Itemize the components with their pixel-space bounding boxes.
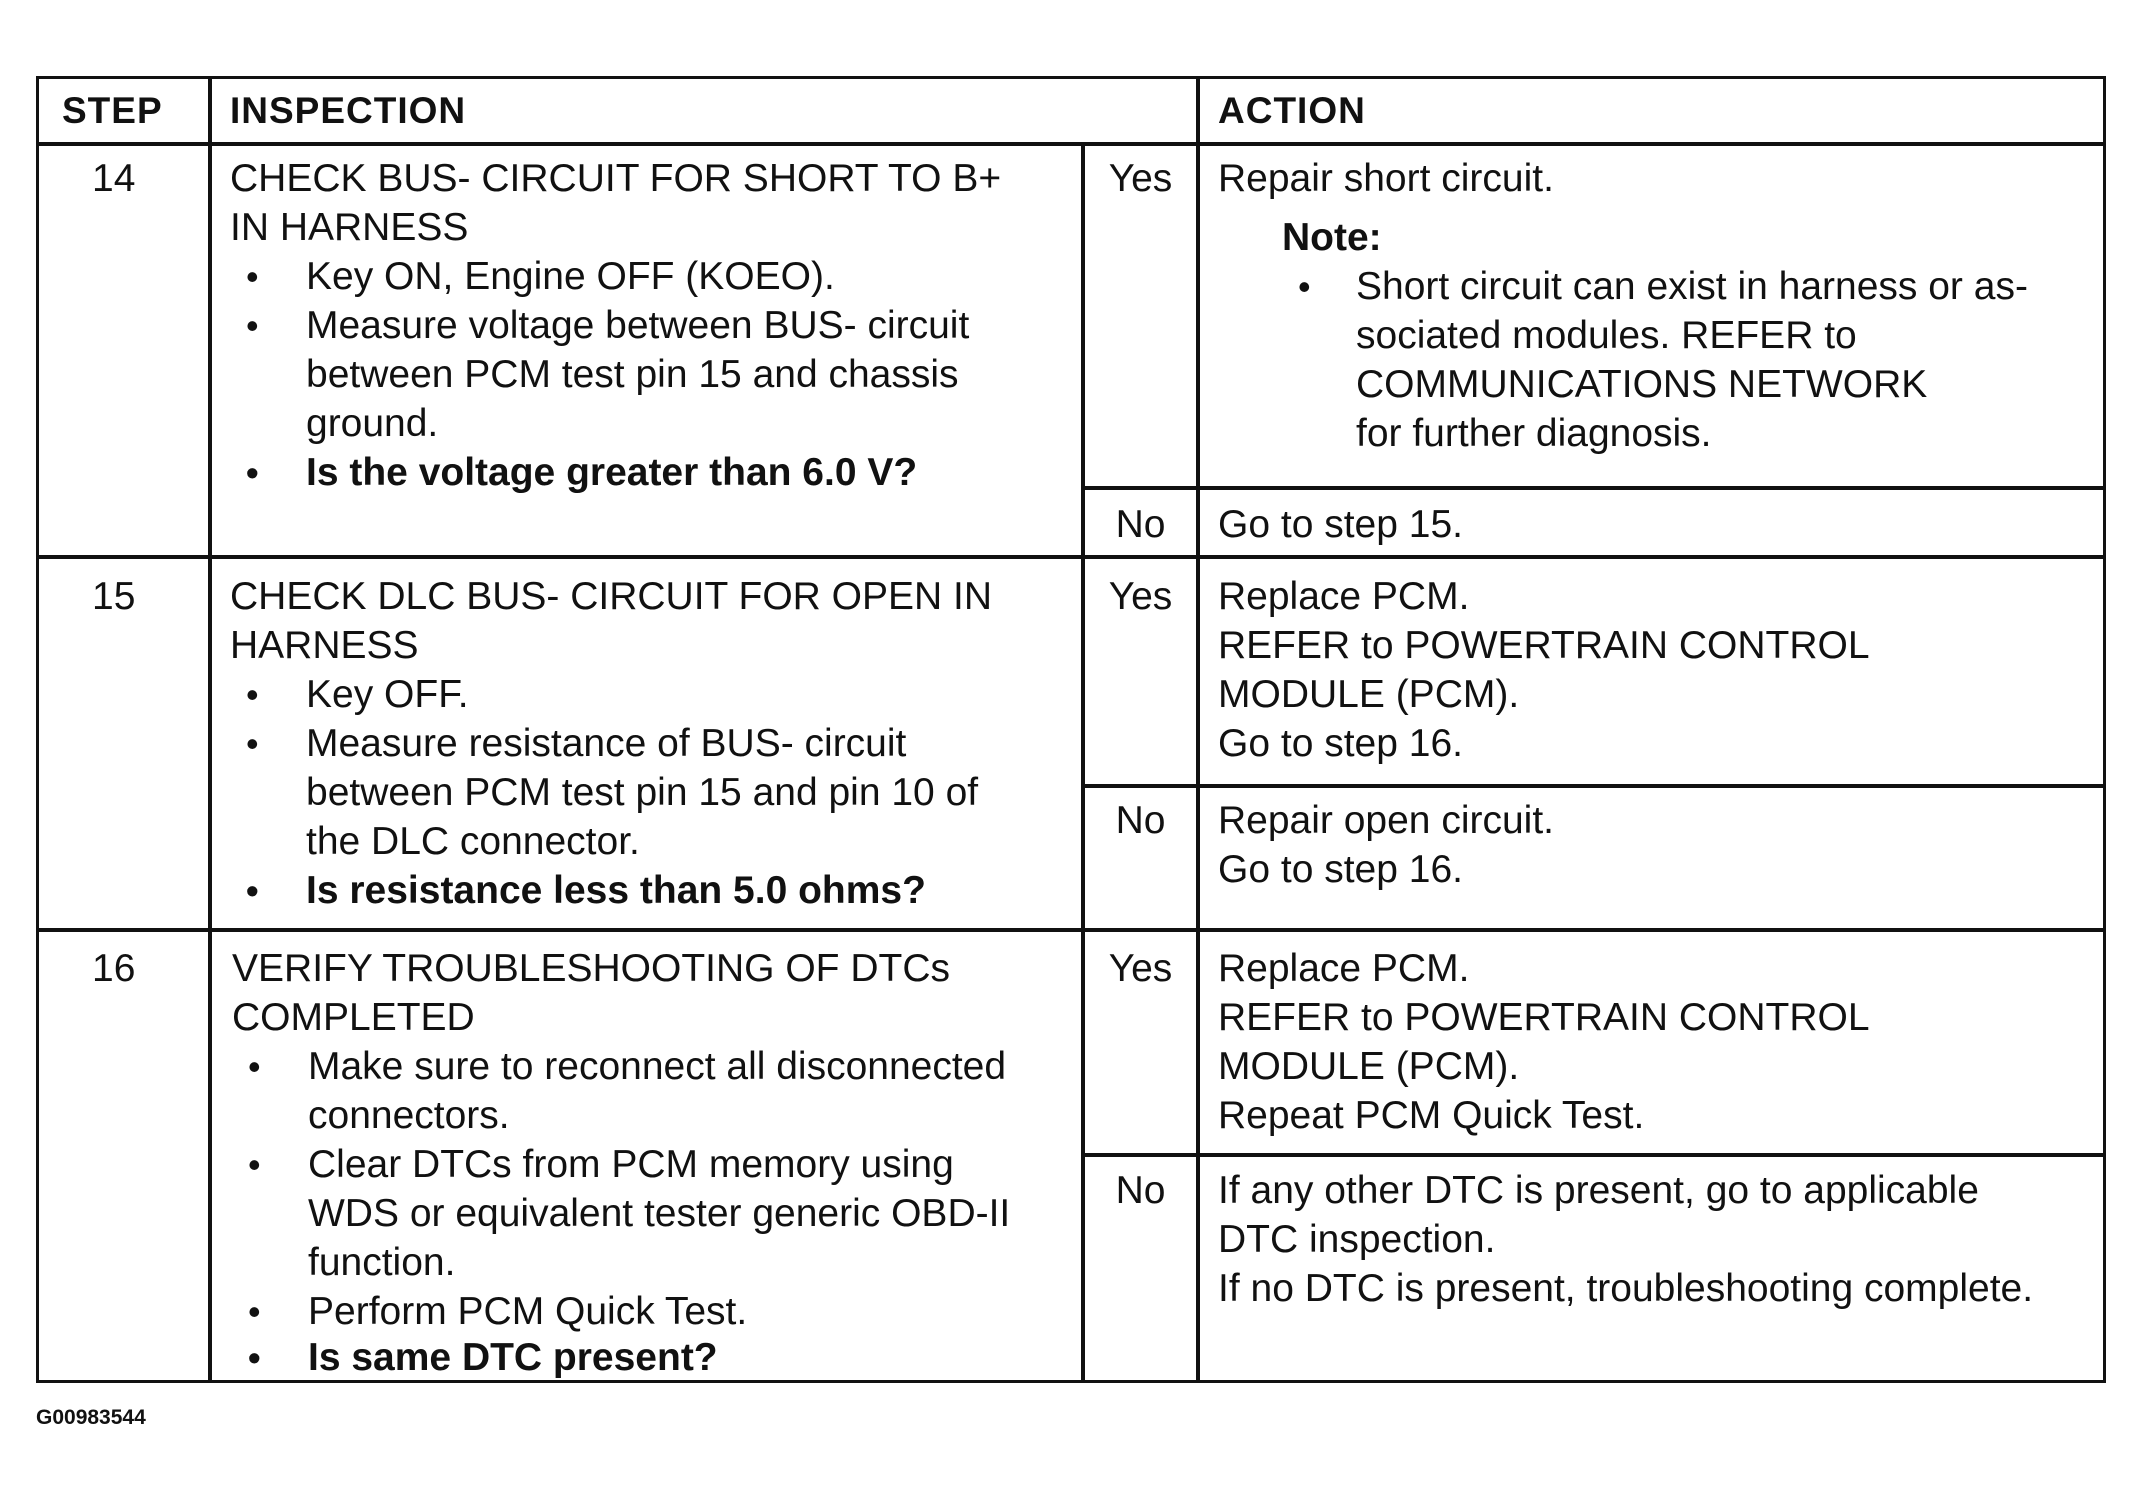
step-number: 15 (92, 575, 136, 618)
inspection-bullet: Key OFF. (230, 670, 1070, 719)
result-yes-label: Yes (1108, 157, 1173, 200)
yes-action: Replace PCM. REFER to POWERTRAIN CONTROL… (1218, 575, 1870, 765)
result-no-label: No (1115, 503, 1166, 546)
header-step: STEP (62, 90, 163, 131)
inspection-title-line: HARNESS (230, 624, 419, 667)
yes-no-divider-16 (1081, 1153, 2106, 1157)
step-number: 14 (92, 157, 136, 200)
inspection-block: CHECK BUS- CIRCUIT FOR SHORT TO B+ IN HA… (230, 154, 1070, 497)
result-no-label: No (1115, 799, 1166, 842)
inspection-question: Is the voltage greater than 6.0 V? (230, 448, 1070, 497)
inspection-bullet: Measure resistance of BUS- circuit betwe… (230, 719, 1070, 866)
row-divider-14-15 (36, 555, 2106, 559)
inspection-title-line: IN HARNESS (230, 206, 469, 249)
action-column-divider (1196, 76, 1200, 1383)
inspection-block: CHECK DLC BUS- CIRCUIT FOR OPEN IN HARNE… (230, 572, 1070, 915)
yes-action: Replace PCM. REFER to POWERTRAIN CONTROL… (1218, 947, 1870, 1137)
header-divider (36, 142, 2106, 146)
inspection-bullet: Measure voltage between BUS- circuit bet… (230, 301, 1070, 448)
inspection-bullet: Clear DTCs from PCM memory using WDS or … (232, 1140, 1077, 1287)
note-title: Note: (1282, 216, 1382, 259)
inspection-question: Is resistance less than 5.0 ohms? (230, 866, 1070, 915)
header-inspection: INSPECTION (230, 90, 467, 131)
yes-action: Repair short circuit. Note: Short circui… (1218, 154, 2098, 458)
row-divider-15-16 (36, 928, 2106, 932)
header-action: ACTION (1218, 90, 1366, 131)
result-column-divider (1081, 142, 1085, 1383)
inspection-question: Is same DTC present? (232, 1336, 1077, 1380)
figure-id: G00983544 (36, 1406, 146, 1429)
inspection-bullet: Perform PCM Quick Test. (232, 1287, 1077, 1336)
inspection-title-line: CHECK DLC BUS- CIRCUIT FOR OPEN IN (230, 575, 993, 618)
no-action: Go to step 15. (1218, 503, 1463, 546)
yes-no-divider-14 (1081, 486, 2106, 490)
result-no-label: No (1115, 1169, 1166, 1212)
inspection-bullet: Make sure to reconnect all disconnected … (232, 1042, 1077, 1140)
inspection-block: VERIFY TROUBLESHOOTING OF DTCs COMPLETED… (232, 944, 1077, 1380)
step-column-divider (208, 76, 212, 1383)
inspection-title-line: COMPLETED (232, 996, 475, 1039)
inspection-title-line: CHECK BUS- CIRCUIT FOR SHORT TO B+ (230, 157, 1002, 200)
no-action: Repair open circuit. Go to step 16. (1218, 799, 1554, 891)
inspection-title-line: VERIFY TROUBLESHOOTING OF DTCs (232, 947, 950, 990)
result-yes-label: Yes (1108, 575, 1173, 618)
note-bullet: Short circuit can exist in harness or as… (1282, 262, 2098, 458)
result-yes-label: Yes (1108, 947, 1173, 990)
step-number: 16 (92, 947, 136, 990)
no-action: If any other DTC is present, go to appli… (1218, 1169, 2034, 1310)
yes-no-divider-15 (1081, 784, 2106, 788)
inspection-bullet: Key ON, Engine OFF (KOEO). (230, 252, 1070, 301)
procedure-table (36, 76, 2106, 1383)
